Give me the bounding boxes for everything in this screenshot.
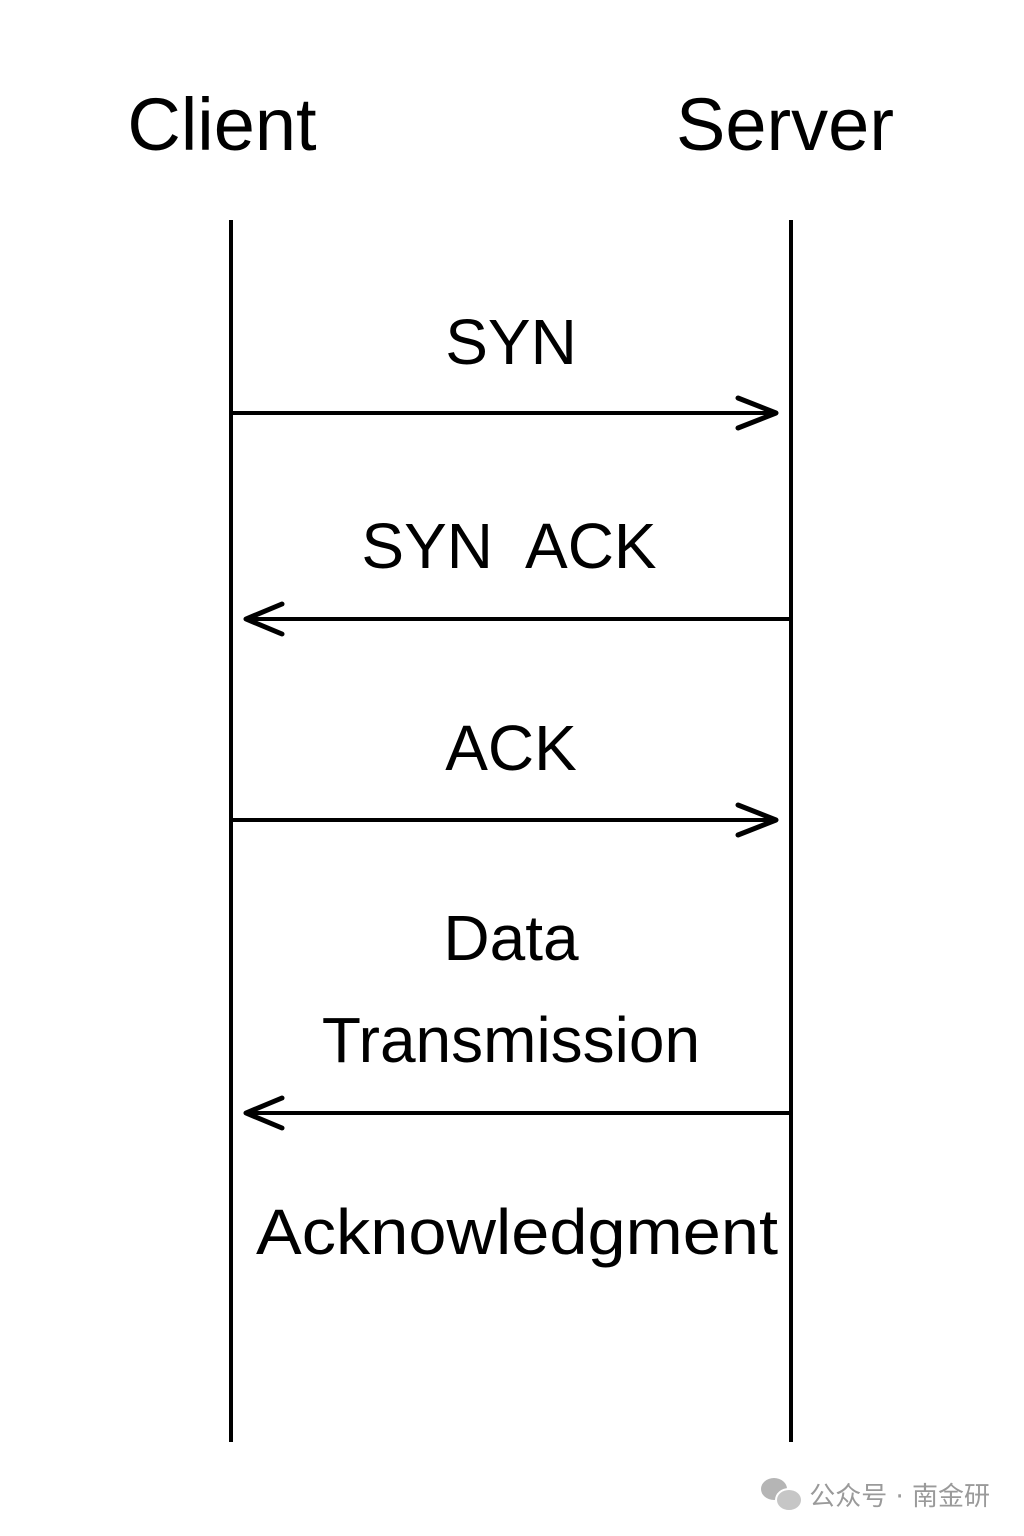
acknowledgment-label: Acknowledgment — [256, 1196, 778, 1268]
client-title: Client — [127, 83, 317, 166]
data-transmission-arrow — [243, 1095, 791, 1131]
transmission-label: Transmission — [322, 1004, 700, 1076]
watermark-text: 公众号 · 南金研 — [809, 1481, 990, 1512]
syn-arrow — [231, 395, 779, 431]
syn-ack-label: SYN ACK — [361, 510, 656, 582]
wechat-icon — [761, 1478, 804, 1512]
syn-label: SYN — [445, 306, 577, 378]
data-label: Data — [443, 902, 579, 974]
ack-label: ACK — [445, 712, 577, 784]
server-title: Server — [676, 83, 894, 166]
watermark: 公众号 · 南金研 — [761, 1474, 990, 1514]
syn-ack-arrow — [243, 601, 791, 637]
ack-arrow — [231, 802, 779, 838]
